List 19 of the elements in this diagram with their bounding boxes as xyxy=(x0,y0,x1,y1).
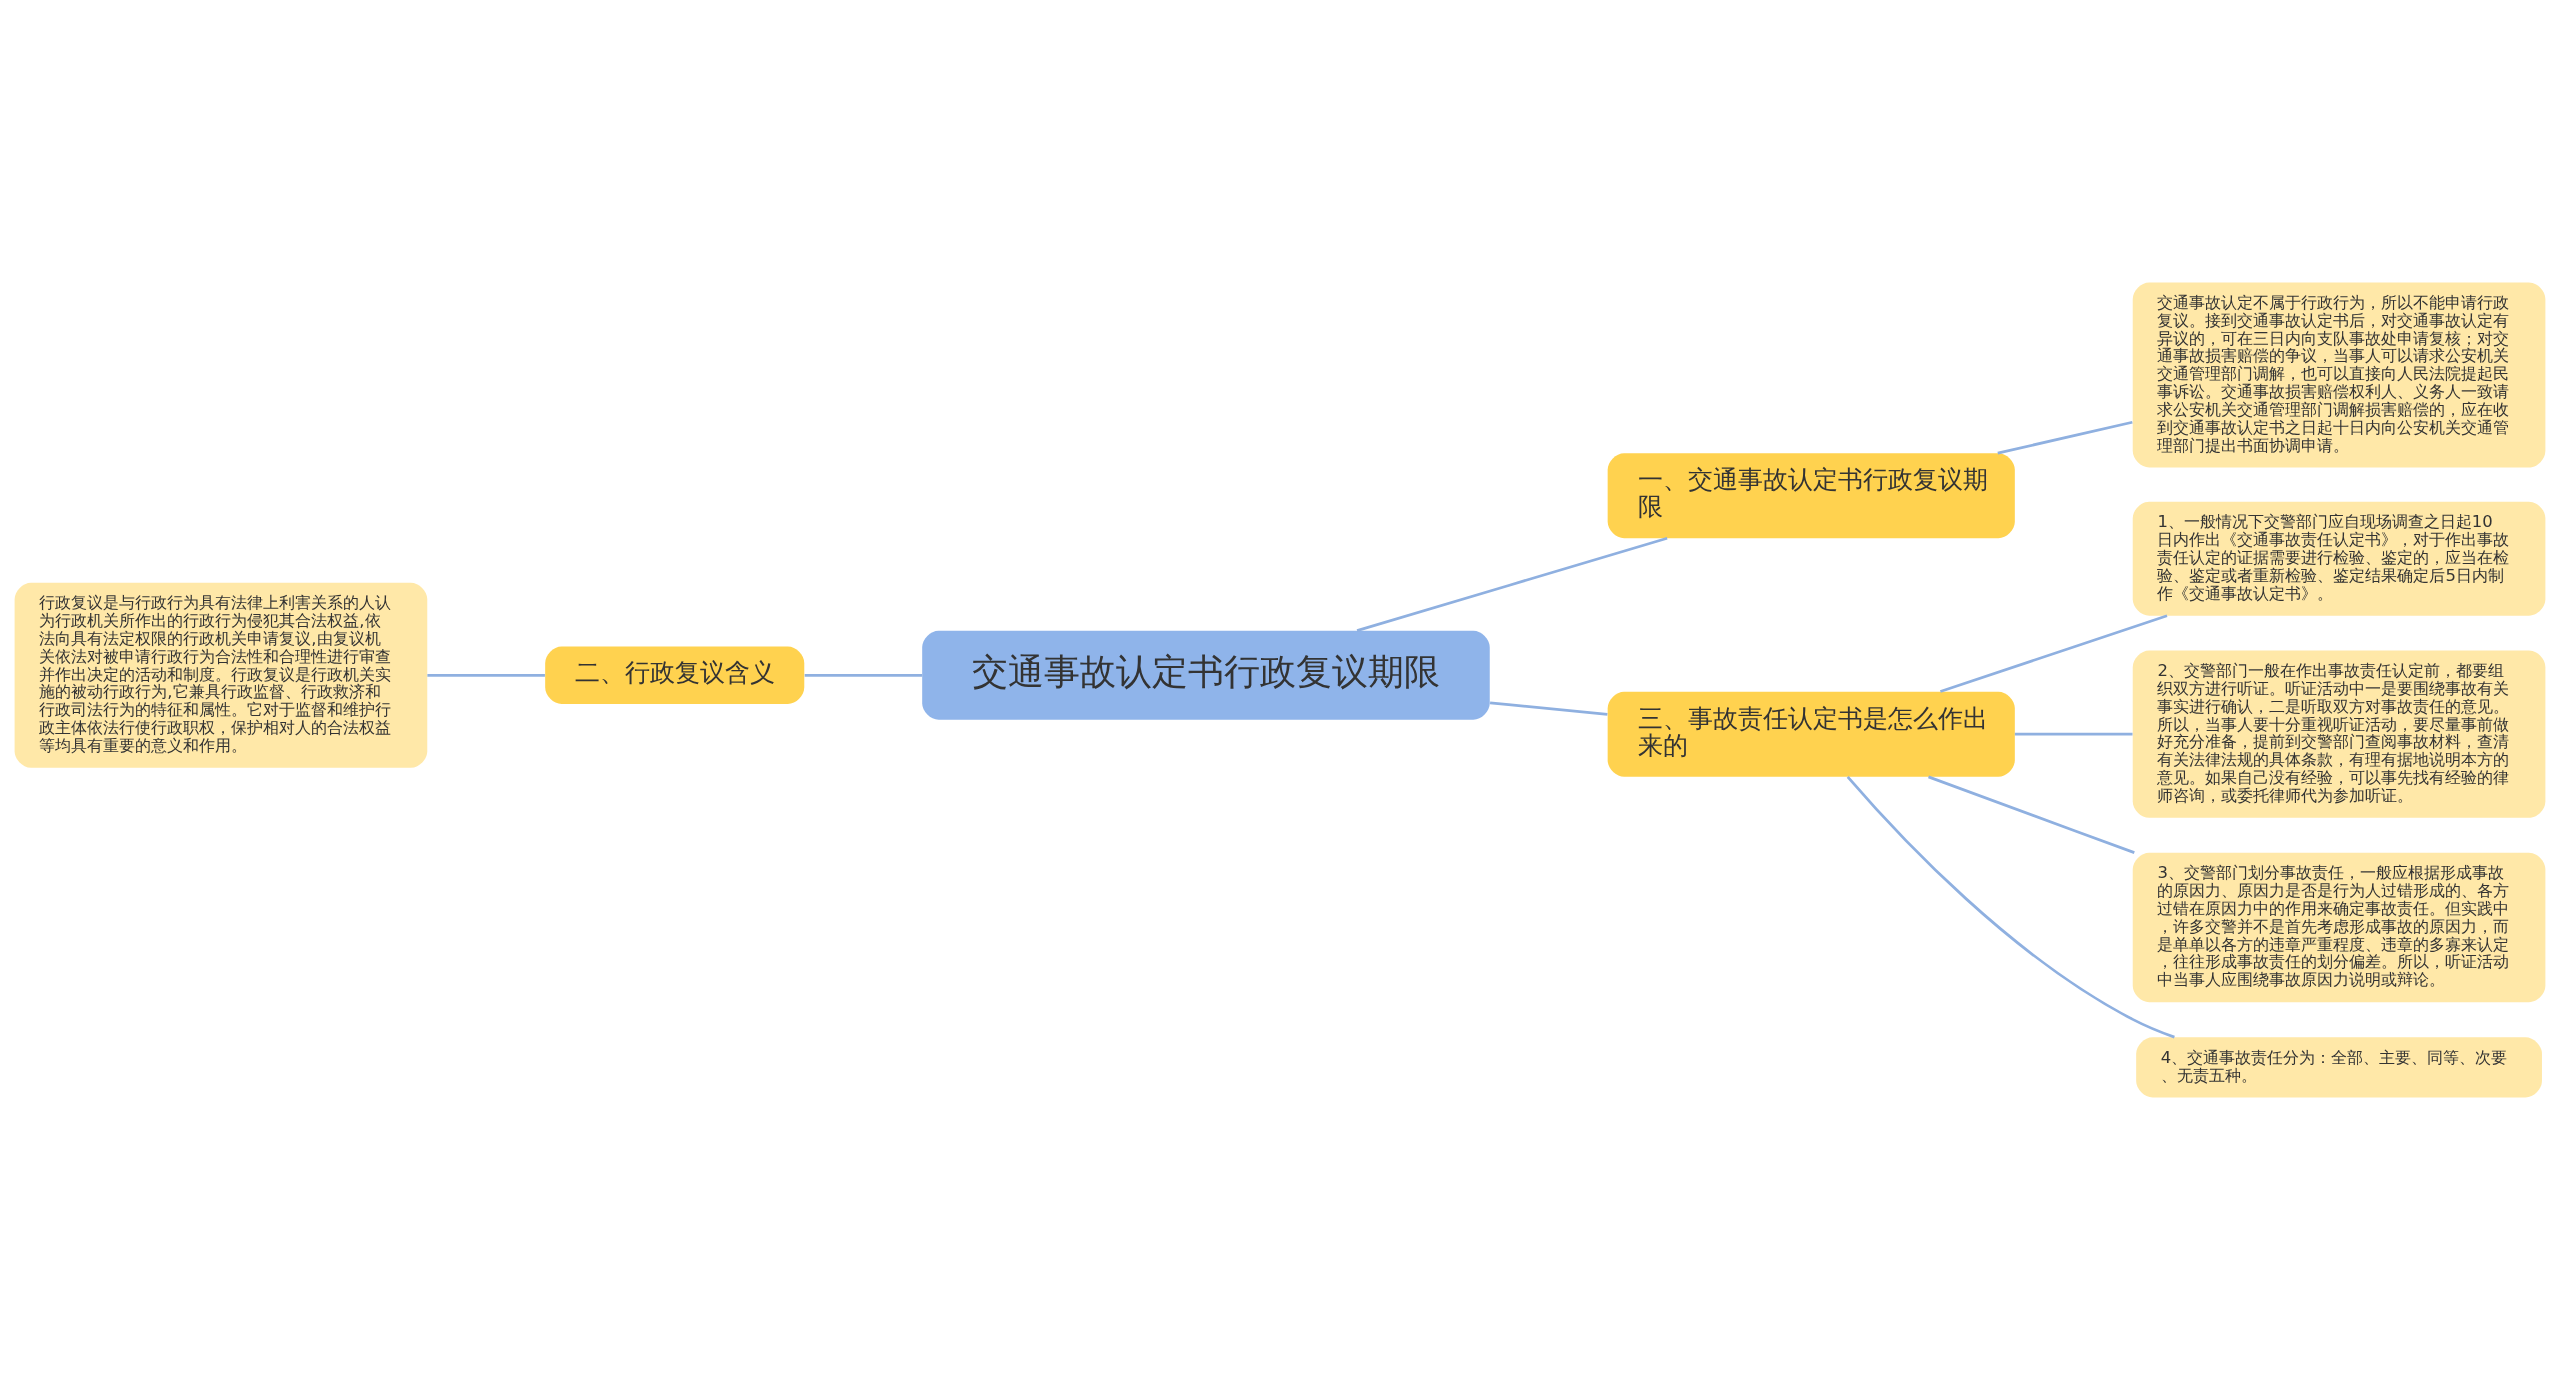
node-box: 二、行政复议含义 xyxy=(545,645,805,704)
connector xyxy=(1356,536,1668,632)
connector xyxy=(1928,775,2135,854)
node-box: 交通事故认定不属于行政行为，所以不能申请行政复议。接到交通事故认定书后，对交通事故认定有异议的，可在三日内向支队事故处申请复核；对交通事故损害赔偿的争议，当事人可以请求公安机关交通管理部门调解，也可以直接向人民法院提起民事诉讼。交通事故损害赔偿权利人、义务人一致请求公安机关交通管理部门调解损害赔偿的，应在收到交通事故认定书之日起十日内向公安机关交通管理部门提出书面协调申请。 xyxy=(2132,282,2546,468)
node-box: 行政复议是与行政行为具有法律上利害关系的人认为行政机关所作出的行政行为侵犯其合法权益,依法向具有法定权限的行政机关申请复议,由复议机关依法对被申请行政行为合法性和合理性进行审查并作出决定的活动和制度。行政复议是行政机关实施的被动行政行为,它兼具行政监督、行政救济和行政司法行为的特征和属性。它对于监督和维护行政主体依法行使行政职权，保护相对人的合法权益等均具有重要的意义和作用。 xyxy=(14,582,428,768)
node-box: 4、交通事故责任分为：全部、主要、同等、次要、无责五种。 xyxy=(2136,1036,2542,1097)
connector xyxy=(1997,420,2133,454)
node-box: 一、交通事故认定书行政复议期限 xyxy=(1607,452,2015,538)
node-box: 3、交警部门划分事故责任，一般应根据形成事故的原因力、原因力是否是行为人过错形成的、各方过错在原因力中的作用来确定事故责任。但实践中，许多交警并不是首先考虑形成事故的原因力，而是单单以各方的违章严重程度、违章的多寡来认定，往往形成事故责任的划分偏差。所以，听证活动中当事人应围绕事故原因力说明或辩论。 xyxy=(2132,852,2546,1002)
node-box: 1、一般情况下交警部门应自现场调查之日起10日内作出《交通事故责任认定书》，对于作出事故责任认定的证据需要进行检验、鉴定的，应当在检验、鉴定或者重新检验、鉴定结果确定后5日内制作《交通事故认定书》。 xyxy=(2132,501,2546,616)
connector xyxy=(2014,732,2133,736)
connector xyxy=(1939,613,2168,693)
connector xyxy=(1489,701,1608,716)
node-box: 2、交警部门一般在作出事故责任认定前，都要组织双方进行听证。听证活动中一是要围绕事故有关事实进行确认，二是听取双方对事故责任的意见。所以，当事人要十分重视听证活动，要尽量事前做好充分准备，提前到交警部门查阅事故材料，查清有关法律法规的具体条款，有理有据地说明本方的意见。如果自己没有经验，可以事先找有经验的律师咨询，或委托律师代为参加听证。 xyxy=(2132,650,2546,818)
connector xyxy=(1846,775,2175,1038)
node-box: 交通事故认定书行政复议期限 xyxy=(922,630,1490,720)
node-box: 三、事故责任认定书是怎么作出来的 xyxy=(1607,691,2015,777)
connector xyxy=(427,673,545,677)
connector xyxy=(804,673,923,677)
